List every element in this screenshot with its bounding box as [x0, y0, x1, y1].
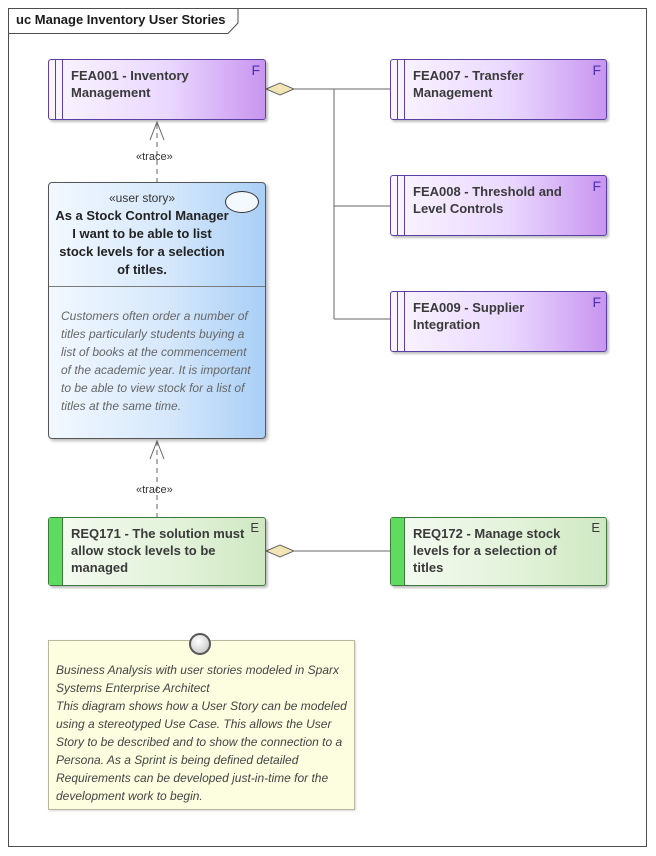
requirement-badge-icon: E [591, 520, 600, 535]
requirement-label: REQ171 - The solution must allow stock l… [71, 526, 245, 575]
note-text: Business Analysis with user stories mode… [56, 663, 347, 803]
feature-fea007[interactable]: FEA007 - Transfer Management F [390, 59, 607, 120]
trace-label-lower: «trace» [136, 484, 173, 496]
feature-bar [391, 60, 405, 119]
feature-label: FEA007 - Transfer Management [413, 68, 524, 100]
feature-bar [391, 292, 405, 351]
feature-bar [49, 60, 63, 119]
feature-badge-icon: F [592, 62, 601, 78]
aggregation-diamond [264, 82, 296, 96]
requirement-badge-icon: E [250, 520, 259, 535]
requirement-bar [49, 518, 63, 585]
feature-badge-icon: F [592, 294, 601, 310]
feature-fea008[interactable]: FEA008 - Threshold and Level Controls F [390, 175, 607, 236]
feature-bar [391, 176, 405, 235]
diagram-title: uc Manage Inventory User Stories [16, 12, 226, 27]
req-aggregation-diamond [264, 544, 296, 558]
feature-fea001[interactable]: FEA001 - Inventory Management F [48, 59, 266, 120]
trace-label-upper: «trace» [136, 151, 173, 163]
trace-arrowhead-upper [149, 120, 165, 141]
note[interactable]: Business Analysis with user stories mode… [48, 633, 355, 810]
requirement-req171[interactable]: REQ171 - The solution must allow stock l… [48, 517, 266, 586]
user-story[interactable]: «user story» As a Stock Control Manager … [48, 182, 266, 439]
requirement-bar [391, 518, 405, 585]
feature-label: FEA001 - Inventory Management [71, 68, 189, 100]
requirement-label: REQ172 - Manage stock levels for a selec… [413, 526, 561, 575]
user-story-divider [49, 286, 265, 287]
diagram-frame [8, 8, 647, 847]
trace-arrowhead-lower [149, 439, 165, 460]
user-story-stereotype: «user story» [108, 191, 176, 205]
feature-label: FEA008 - Threshold and Level Controls [413, 184, 562, 216]
feature-badge-icon: F [592, 178, 601, 194]
user-story-title: As a Stock Control Manager I want to be … [55, 208, 229, 277]
feature-badge-icon: F [251, 62, 260, 78]
requirement-req172[interactable]: REQ172 - Manage stock levels for a selec… [390, 517, 607, 586]
feature-fea009[interactable]: FEA009 - Supplier Integration F [390, 291, 607, 352]
user-story-notes: Customers often order a number of titles… [61, 309, 251, 413]
feature-label: FEA009 - Supplier Integration [413, 300, 525, 332]
use-case-ellipse-icon [225, 191, 259, 213]
note-pin-icon [189, 633, 211, 655]
